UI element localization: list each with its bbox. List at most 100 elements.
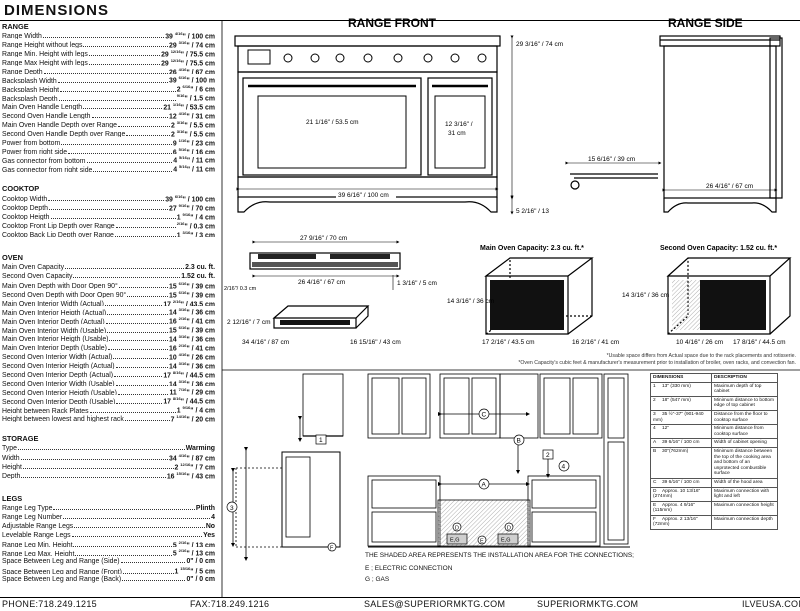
table-header-dimensions: DIMENSIONS [650,373,712,383]
dot-leader [122,574,186,582]
spec-label: Second Oven Depth with Door Open 90° [2,291,127,298]
spec-row: Space Between Leg and Range (Front)1 15/… [2,565,215,574]
dot-leader [107,326,169,333]
main-oven-box [484,257,594,335]
dot-leader [88,49,161,57]
spec-label: Second Oven Interior Width (Usable) [2,380,115,387]
spec-label: Adjustable Range Legs [2,522,74,530]
spec-value: 14 3/16" / 36 cm [169,360,215,369]
spec-label: Range Leg Max. Height [2,550,75,557]
footer-site-superior[interactable]: SUPERIORMKTG.COM [537,599,639,609]
footer [0,597,800,611]
spec-label: Space Between Leg and Range (Front) [2,568,122,575]
spec-value: 1.52 cu. ft. [181,272,215,280]
installation-callout-3: 3 [226,501,238,513]
spec-row: Second Oven Interior Width (Usable)14 3/… [2,378,215,387]
dot-leader [88,58,161,65]
spec-label: Main Oven Capacity [2,264,65,271]
spec-label: Backsplash Height [2,86,60,93]
spec-label: Cooktop Depth [2,205,48,211]
svg-text:3: 3 [230,505,234,512]
range-front-title: RANGE FRONT [348,16,437,30]
spec-label: Range Width [2,33,42,39]
main-capacity-title: Main Oven Capacity: 2.3 cu. ft.* [480,245,584,252]
installation-callout-4: 4 [558,460,570,472]
dot-leader [114,230,176,237]
table-cell-description: Distance from the floor to cooktop surfa… [711,409,778,426]
spec-value: 27 9/16" / 70 cm [169,202,215,211]
spec-value: 39 6/16" / 100 m [169,75,215,84]
front-width-label: 39 6/16" / 100 cm [338,192,389,199]
drawer-height-label: 2 12/16" / 7 cm [227,319,271,326]
spec-label: Range Leg Min. Height [2,541,73,548]
electric-note: E ; ELECTRIC CONNECTION [365,565,453,572]
table-cell-description: Maximum connection with light and left [711,486,778,502]
dot-leader [57,76,169,83]
spec-value: 39 4/16" / 100 cm [165,31,215,39]
spec-value: 2/16" / 0.3 cm [176,220,215,229]
svg-text:E: E [480,539,484,545]
spec-value: 29 12/16" / 75.5 cm [161,57,215,66]
drawer-width-label: 34 4/16" / 87 cm [242,339,289,346]
dot-leader [73,540,172,547]
shaded-area-note: THE SHADED AREA REPRESENTS THE INSTALLAT… [365,552,634,559]
spec-value: 39 6/16" / 100 cm [165,194,215,202]
footer-fax: FAX:718.249.1216 [190,599,270,609]
spec-label: Space Between Leg and Range (Side) [2,558,120,566]
section-title-cooktop: COOKTOP [2,184,40,193]
dot-leader [65,262,185,269]
svg-text:1: 1 [319,437,323,444]
dot-leader [104,299,163,306]
table-cell-id: 4 [653,426,656,432]
spec-value: 12 4/16" / 31 cm [169,111,215,119]
spec-value: 29 3/16" / 74 cm [169,39,215,48]
spec-value: Yes [203,531,215,539]
cooktop-height-label: 1 3/16" / 5 cm [397,280,437,287]
dot-leader [68,147,172,154]
range-side-drawing [570,35,783,213]
spec-row: Main Oven Interior Depth (Actual)16 2/16… [2,315,215,324]
spec-label: Height [2,464,22,470]
spec-value: 0" / 0 cm [186,558,215,566]
spec-value: 16 2/16" / 41 cm [169,316,215,325]
spec-label: Second Oven Capacity [2,272,73,280]
dot-leader [117,388,169,395]
spec-label: Gas connector from right side [2,166,93,173]
spec-value: 21 1/16" / 53.5 cm [163,102,215,111]
svg-text:C: C [482,412,487,419]
spec-value: 15 6/16" / 39 cm [169,289,215,298]
installation-callout-e: E [477,535,487,545]
dot-leader [89,406,176,413]
dot-leader [50,212,176,220]
spec-row: Second Oven Depth with Door Open 90° 15 6… [2,289,215,298]
dot-leader [17,443,185,450]
svg-text:B: B [517,438,521,445]
spec-label: Height between lowest and highest rack [2,416,124,423]
footer-email[interactable]: SALES@SUPERIORMKTG.COM [364,599,506,609]
installation-callout-f: F [327,542,337,552]
spec-value: 4 5/16" / 11 cm [173,164,215,173]
table-cell-description: Minimum distance from cooktop surface [711,424,778,440]
spec-label: Main Oven Interior Heigth (Actual) [2,309,107,316]
main-handle-label: 21 1/16" / 53.5 cm [306,119,359,126]
dot-leader [105,317,169,324]
footer-site-ilve[interactable]: ILVEUSA.COM [742,599,800,609]
